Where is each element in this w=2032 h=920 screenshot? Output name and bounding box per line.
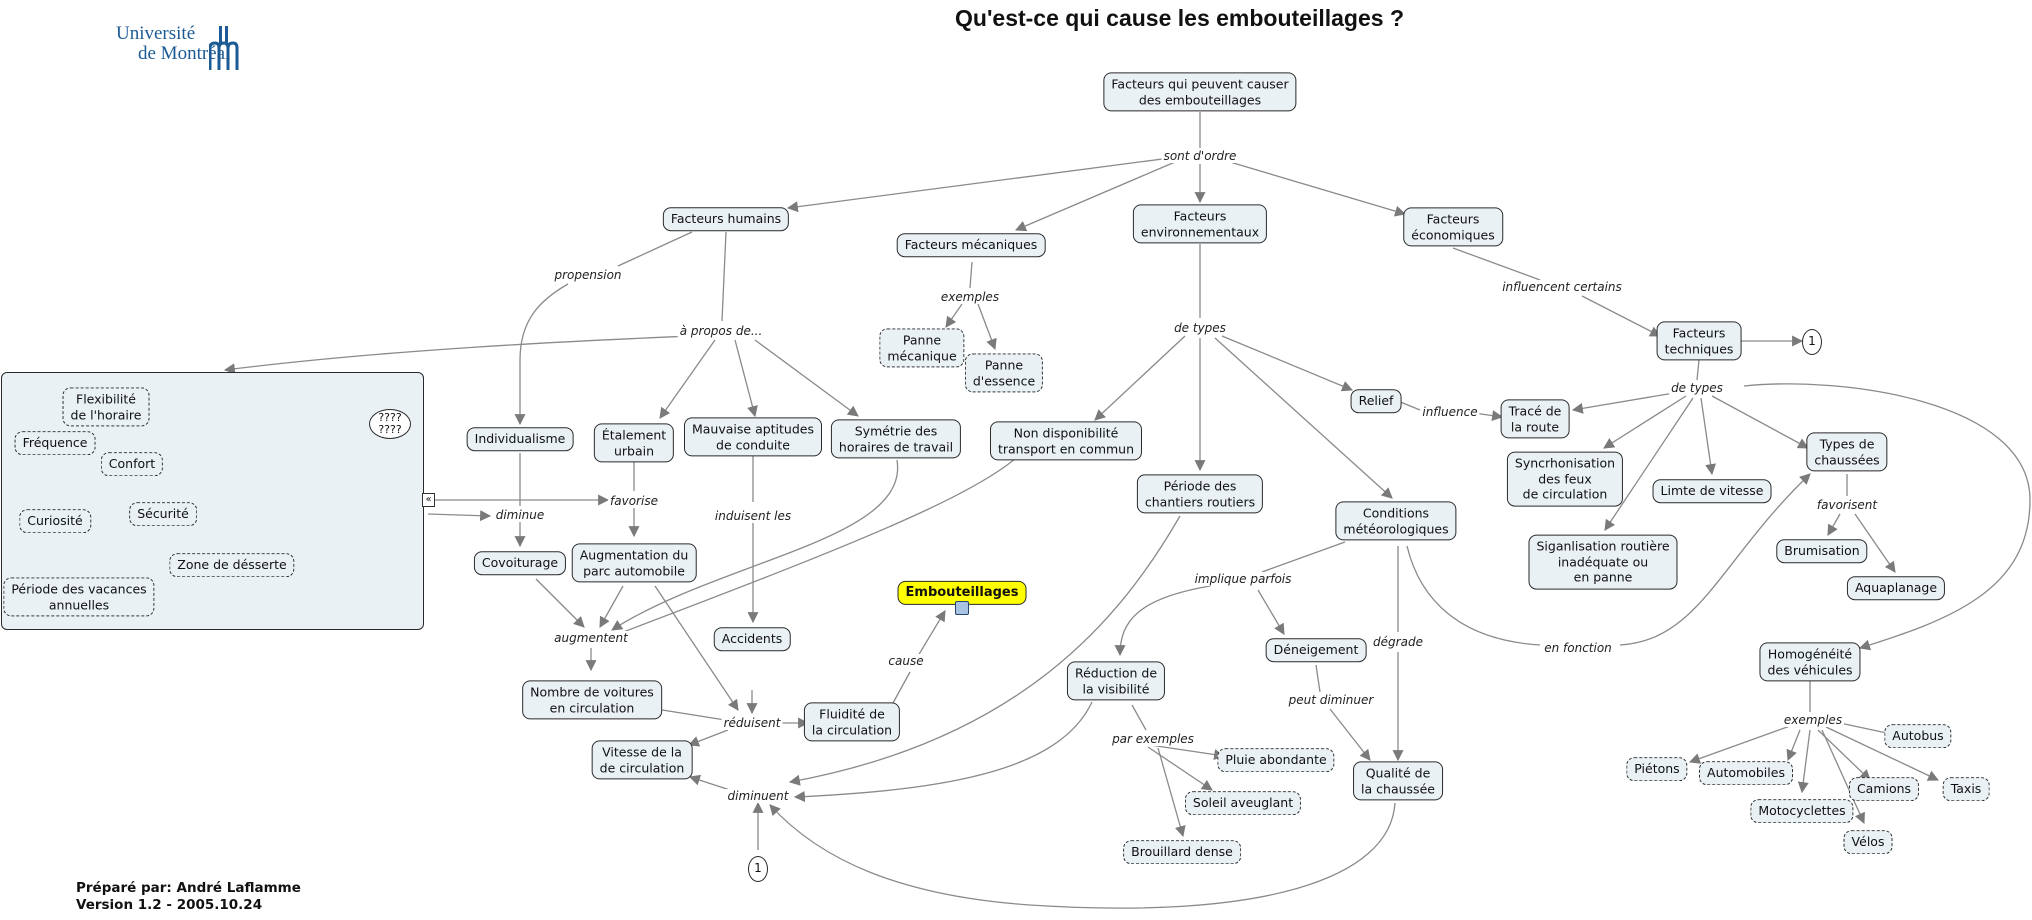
node-autobus[interactable]: Autobus bbox=[1884, 724, 1952, 748]
link-label-a-propos: à propos de... bbox=[677, 324, 765, 338]
node-vitesse[interactable]: Vitesse de la de circulation bbox=[591, 740, 693, 780]
link-label-de-types-tech: de types bbox=[1669, 381, 1725, 395]
node-panne-mecanique[interactable]: Panne mécanique bbox=[879, 328, 965, 368]
image-attachment-icon[interactable] bbox=[955, 601, 969, 615]
author-line: Préparé par: André Laflamme bbox=[76, 880, 301, 896]
link-label-influencent: influencent certains bbox=[1500, 280, 1624, 294]
node-types-chaussees[interactable]: Types de chaussées bbox=[1806, 432, 1888, 472]
link-label-sont-dordre: sont d'ordre bbox=[1161, 149, 1239, 163]
node-soleil-aveuglant[interactable]: Soleil aveuglant bbox=[1184, 791, 1302, 815]
node-pluie-abondante[interactable]: Pluie abondante bbox=[1217, 748, 1335, 772]
node-frequence[interactable]: Fréquence bbox=[14, 431, 96, 455]
node-nombre-voitures[interactable]: Nombre de voitures en circulation bbox=[522, 680, 662, 720]
node-facteurs-techniques[interactable]: Facteurs techniques bbox=[1656, 321, 1742, 361]
udem-mark-icon bbox=[209, 26, 239, 70]
reference-1-top[interactable]: 1 bbox=[1802, 329, 1822, 355]
node-brouillard-dense[interactable]: Brouillard dense bbox=[1123, 840, 1241, 864]
node-pietons[interactable]: Piétons bbox=[1626, 757, 1688, 781]
node-panne-essence[interactable]: Panne d'essence bbox=[964, 353, 1044, 393]
node-accidents[interactable]: Accidents bbox=[713, 627, 791, 651]
node-flexibilite-horaire[interactable]: Flexibilité de l'horaire bbox=[62, 387, 150, 427]
link-label-par-exemples: par exemples bbox=[1110, 732, 1196, 746]
node-deneigement[interactable]: Déneigement bbox=[1265, 638, 1367, 662]
node-zone-desserte[interactable]: Zone de désserte bbox=[169, 553, 295, 577]
node-fluidite[interactable]: Fluidité de la circulation bbox=[803, 702, 901, 742]
node-etalement-urbain[interactable]: Étalement urbain bbox=[593, 423, 675, 463]
node-facteurs-environnementaux[interactable]: Facteurs environnementaux bbox=[1132, 204, 1268, 244]
node-motocyclettes[interactable]: Motocyclettes bbox=[1750, 799, 1854, 823]
link-label-diminuent: diminuent bbox=[725, 789, 791, 803]
node-securite[interactable]: Sécurité bbox=[129, 502, 197, 526]
page-title: Qu'est-ce qui cause les embouteillages ? bbox=[955, 5, 1405, 31]
node-qualite-chaussee[interactable]: Qualité de la chaussée bbox=[1353, 761, 1443, 801]
node-conditions-meteo[interactable]: Conditions météorologiques bbox=[1335, 501, 1457, 541]
node-non-disponibilite[interactable]: Non disponibilité transport en commun bbox=[989, 421, 1143, 461]
link-label-en-fonction: en fonction bbox=[1542, 641, 1614, 655]
link-label-favorisent: favorisent bbox=[1814, 498, 1880, 512]
version-line: Version 1.2 - 2005.10.24 bbox=[76, 897, 263, 913]
link-label-augmentent: augmentent bbox=[552, 631, 630, 645]
node-facteurs-humains[interactable]: Facteurs humains bbox=[662, 207, 790, 231]
link-label-cause: cause bbox=[886, 654, 926, 668]
node-synchronisation-feux[interactable]: Syncrhonisation des feux de circulation bbox=[1506, 451, 1624, 507]
node-homogeneite[interactable]: Homogénéité des véhicules bbox=[1759, 642, 1861, 682]
link-label-diminue: diminue bbox=[493, 508, 547, 522]
node-symetrie-horaires[interactable]: Symétrie des horaires de travail bbox=[830, 419, 962, 459]
link-label-favorise: favorise bbox=[608, 494, 660, 508]
node-question-marks[interactable]: ???? ???? bbox=[369, 409, 411, 439]
node-reduction-visibilite[interactable]: Réduction de la visibilité bbox=[1066, 661, 1166, 701]
logo-line1: Université bbox=[116, 23, 196, 44]
link-label-reduisent: réduisent bbox=[721, 716, 783, 730]
link-label-exemples-vehicules: exemples bbox=[1781, 713, 1845, 727]
node-automobiles[interactable]: Automobiles bbox=[1699, 761, 1793, 785]
link-label-implique: implique parfois bbox=[1192, 572, 1294, 586]
node-confort[interactable]: Confort bbox=[100, 452, 164, 476]
logo-line2: de Montréal bbox=[138, 43, 231, 64]
node-signalisation[interactable]: Siganlisation routière inadéquate ou en … bbox=[1528, 534, 1678, 590]
link-label-influence: influence bbox=[1420, 405, 1480, 419]
node-taxis[interactable]: Taxis bbox=[1942, 777, 1990, 801]
node-curiosite[interactable]: Curiosité bbox=[19, 509, 91, 533]
link-label-propension: propension bbox=[552, 268, 624, 282]
link-label-exemples: exemples bbox=[938, 290, 1002, 304]
node-augmentation-parc[interactable]: Augmentation du parc automobile bbox=[571, 543, 697, 583]
node-trace-route[interactable]: Tracé de la route bbox=[1500, 399, 1570, 439]
link-label-degrade: dégrade bbox=[1371, 635, 1425, 649]
collapse-toggle-icon[interactable]: « bbox=[422, 493, 435, 507]
node-periode-vacances[interactable]: Période des vacances annuelles bbox=[3, 577, 155, 617]
node-camions[interactable]: Camions bbox=[1848, 777, 1920, 801]
node-facteurs-root[interactable]: Facteurs qui peuvent causer des emboutei… bbox=[1103, 72, 1297, 112]
node-velos[interactable]: Vélos bbox=[1843, 830, 1893, 854]
node-periode-chantiers[interactable]: Période des chantiers routiers bbox=[1136, 474, 1264, 514]
node-relief[interactable]: Relief bbox=[1350, 389, 1402, 413]
node-limite-vitesse[interactable]: Limte de vitesse bbox=[1652, 479, 1772, 503]
node-covoiturage[interactable]: Covoiturage bbox=[473, 551, 567, 575]
node-facteurs-mecaniques[interactable]: Facteurs mécaniques bbox=[896, 233, 1046, 257]
node-brumisation[interactable]: Brumisation bbox=[1776, 539, 1868, 563]
link-label-de-types: de types bbox=[1172, 321, 1228, 335]
node-individualisme[interactable]: Individualisme bbox=[466, 427, 574, 451]
node-mauvaise-aptitudes[interactable]: Mauvaise aptitudes de conduite bbox=[683, 417, 823, 457]
author-credits: Préparé par: André Laflamme Version 1.2 … bbox=[76, 880, 301, 914]
link-label-induisent: induisent les bbox=[712, 509, 794, 523]
universite-de-montreal-logo: Université de Montréal bbox=[116, 23, 239, 70]
reference-1-bottom[interactable]: 1 bbox=[748, 856, 768, 882]
node-facteurs-economiques[interactable]: Facteurs économiques bbox=[1403, 207, 1503, 247]
link-label-peut-diminuer: peut diminuer bbox=[1286, 693, 1376, 707]
node-aquaplanage[interactable]: Aquaplanage bbox=[1846, 576, 1946, 600]
